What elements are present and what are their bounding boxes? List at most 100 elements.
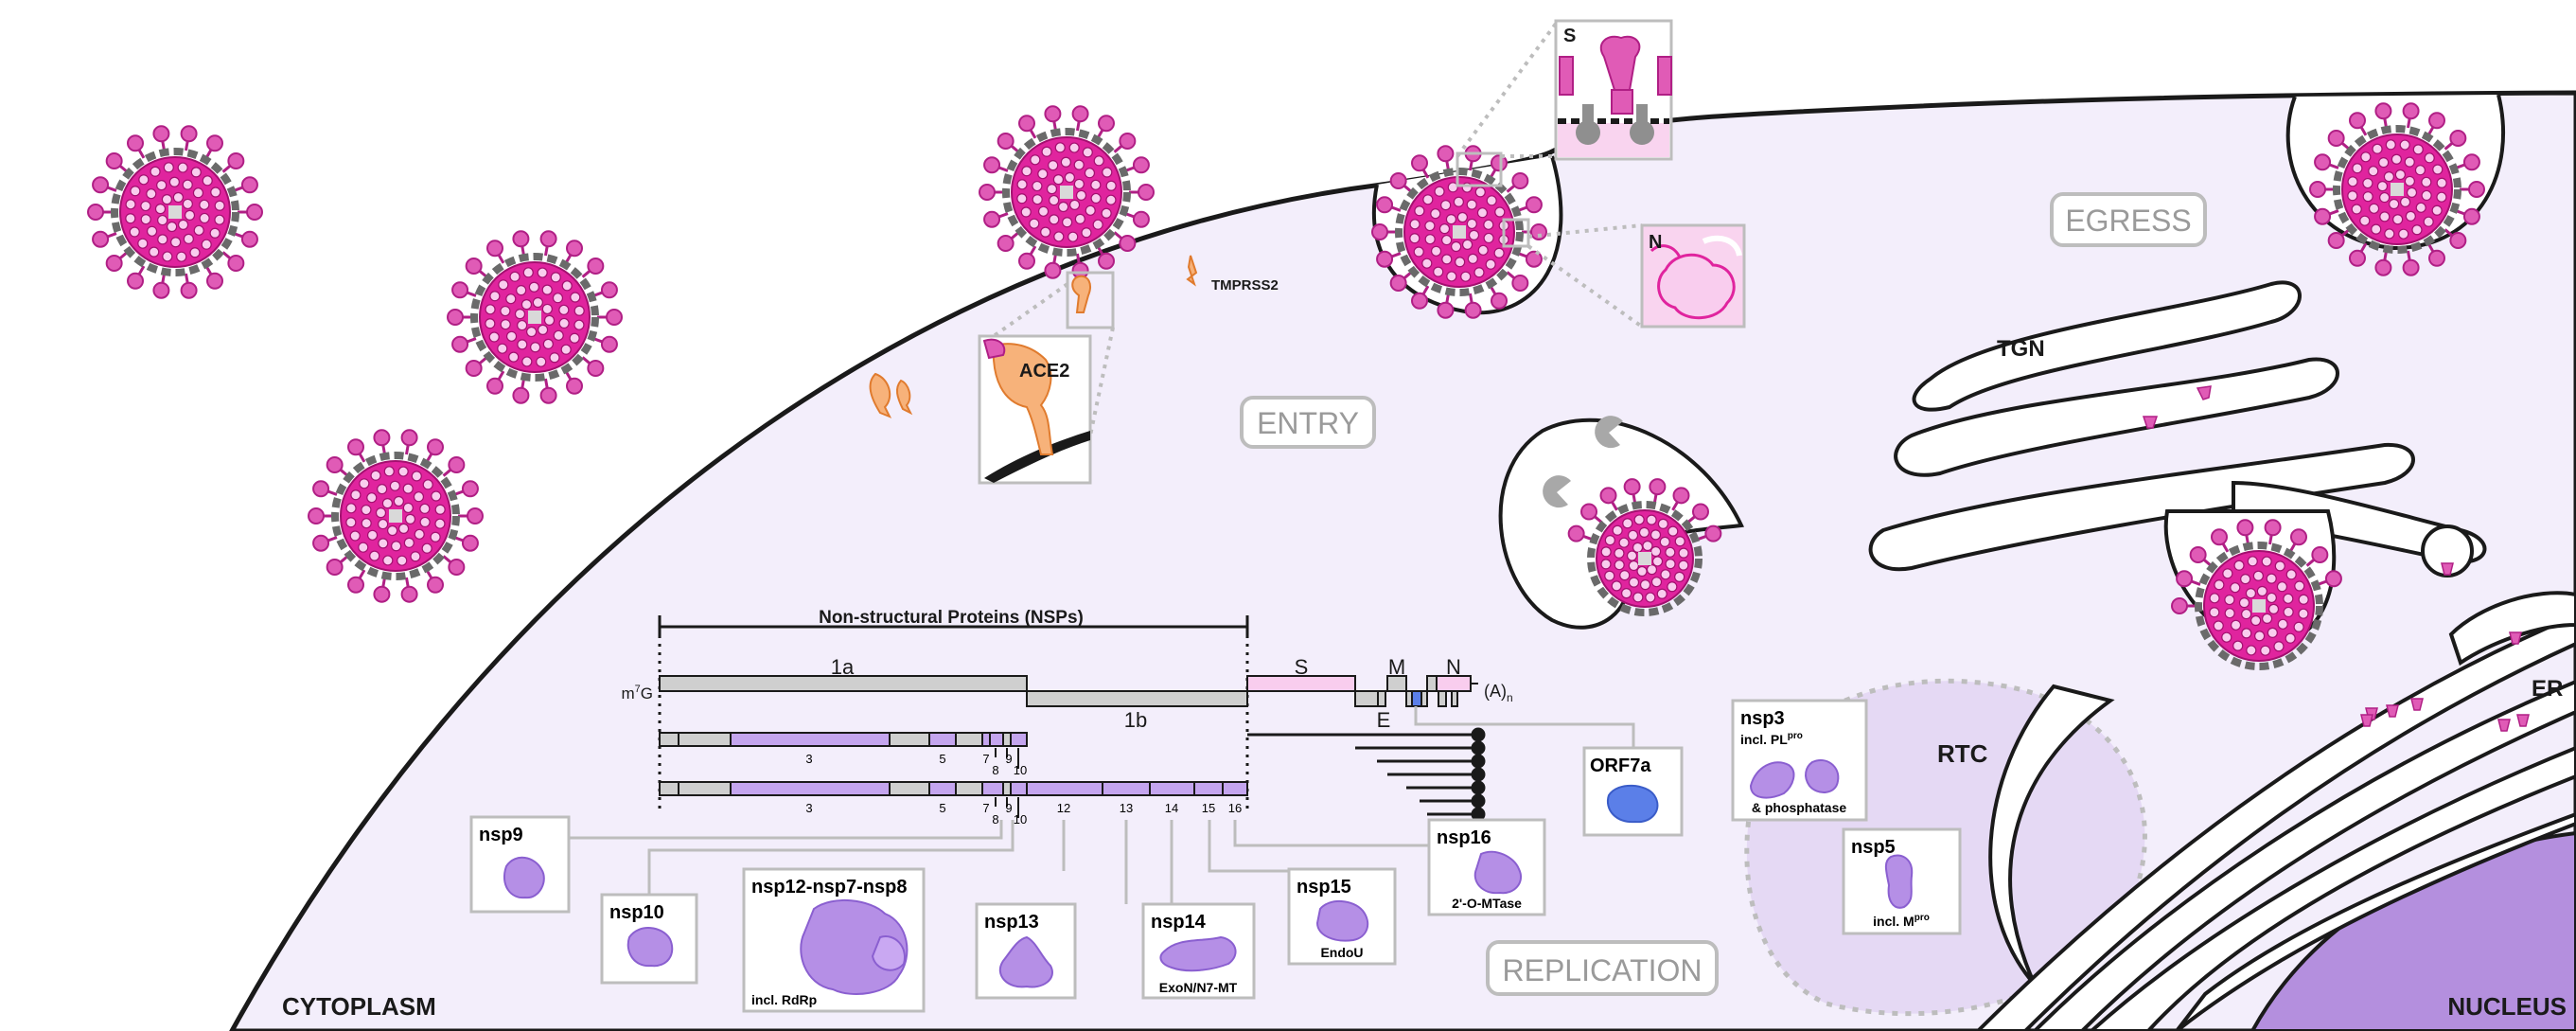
ribonucleoprotein <box>2294 580 2305 592</box>
ribonucleoprotein <box>1667 525 1679 537</box>
ribonucleoprotein <box>125 213 136 224</box>
tmprss2-label: TMPRSS2 <box>1211 277 1279 293</box>
ribonucleoprotein <box>2379 191 2391 204</box>
nsp9-box: nsp9 <box>469 815 571 914</box>
ribonucleoprotein <box>2423 216 2434 227</box>
entry-box: ENTRY <box>1240 396 1376 449</box>
ribonucleoprotein <box>1041 146 1052 157</box>
ribonucleoprotein <box>1636 565 1648 578</box>
tgn-label: TGN <box>1997 336 2045 362</box>
ribonucleoprotein <box>1466 199 1477 210</box>
spike-head <box>983 156 1001 174</box>
spike-head <box>1580 503 1598 521</box>
pp1a-tick: 7 <box>982 752 989 766</box>
orf1a-block <box>659 675 1028 692</box>
spike-head <box>451 335 469 353</box>
spike-head <box>1411 154 1428 172</box>
nsp14-box: nsp14 ExoN/N7-MT <box>1141 902 1256 1000</box>
orf1b-block <box>1026 690 1248 707</box>
spike-head <box>512 230 530 248</box>
ribonucleoprotein <box>2368 166 2379 177</box>
spike-head <box>2211 528 2228 546</box>
nsp3-protein-shape <box>1749 761 1795 799</box>
ribonucleoprotein <box>1455 257 1466 268</box>
ribonucleoprotein <box>1058 201 1069 213</box>
ribonucleoprotein <box>2399 196 2411 207</box>
virion-envelope <box>2195 542 2323 670</box>
ribonucleoprotein <box>1068 199 1081 210</box>
spike-head <box>1464 301 1482 319</box>
ribonucleoprotein <box>1611 580 1622 592</box>
spike-head <box>1376 250 1394 268</box>
ribonucleoprotein <box>553 329 564 341</box>
spike-head <box>1389 274 1407 292</box>
ribonucleoprotein <box>1639 579 1651 591</box>
ribonucleoprotein <box>140 200 151 212</box>
ribonucleoprotein <box>2241 628 2252 639</box>
pp1a-tick: 5 <box>939 752 945 766</box>
ribonucleoprotein <box>161 194 173 205</box>
ribonucleoprotein <box>1633 514 1645 525</box>
spike-head <box>240 176 258 194</box>
ribonucleoprotein <box>2298 594 2309 605</box>
ribonucleoprotein <box>1424 220 1436 232</box>
nucleocapsid-inset: N <box>1640 223 1746 329</box>
spike-head <box>1437 301 1455 319</box>
ribonucleoprotein <box>558 304 570 315</box>
replication-box: REPLICATION <box>1486 940 1719 996</box>
ribonucleoprotein <box>1105 180 1117 191</box>
nsp13-protein-shape <box>998 935 1053 988</box>
nsp9-label: nsp9 <box>479 825 523 845</box>
spike-head <box>2290 528 2307 546</box>
ribonucleoprotein <box>199 212 210 224</box>
ribonucleoprotein <box>1073 159 1085 170</box>
ribonucleoprotein <box>1656 588 1667 599</box>
spike-head <box>1491 292 1508 310</box>
spike-head <box>2349 112 2366 130</box>
spike-head <box>2402 102 2420 120</box>
virion <box>1567 478 1722 616</box>
ribonucleoprotein <box>403 537 415 548</box>
genome-core <box>2252 599 2266 613</box>
spike-head <box>152 281 170 299</box>
nsp12-sublabel: incl. RdRp <box>751 992 817 1007</box>
protease-icon <box>1595 416 1623 449</box>
spike-head <box>2314 153 2332 171</box>
ribonucleoprotein <box>560 344 572 355</box>
ribonucleoprotein <box>381 498 394 509</box>
genome-core <box>1638 552 1651 565</box>
pp1ab-tick: 14 <box>1165 801 1178 815</box>
pp1ab-tick: 15 <box>1202 801 1215 815</box>
ribonucleoprotein <box>1052 174 1065 186</box>
ribonucleoprotein <box>130 186 141 197</box>
ribonucleoprotein <box>366 529 379 541</box>
spike-head <box>206 134 223 152</box>
ribonucleoprotein <box>411 471 422 482</box>
ribonucleoprotein <box>522 267 534 278</box>
ribonucleoprotein <box>1618 537 1630 548</box>
ribonucleoprotein <box>419 516 431 528</box>
ribonucleoprotein <box>570 292 581 303</box>
spike-head <box>1437 145 1455 163</box>
spike-head <box>512 386 530 404</box>
ribonucleoprotein <box>1037 169 1049 180</box>
ribonucleoprotein <box>2283 593 2294 604</box>
genome-core <box>389 509 402 523</box>
spike-head <box>180 281 198 299</box>
ribonucleoprotein <box>488 331 500 343</box>
ribonucleoprotein <box>177 162 188 173</box>
orf7b-block <box>1420 690 1428 707</box>
tmprss2-receptors <box>869 255 1198 418</box>
ribonucleoprotein <box>190 167 202 178</box>
rdrp-protein-shape <box>800 898 909 995</box>
ribonucleoprotein <box>1064 171 1075 184</box>
spike-head <box>326 456 344 474</box>
nsp-bracket-label: Non-structural Proteins (NSPs) <box>819 608 1084 628</box>
ribonucleoprotein <box>2261 613 2273 624</box>
nsp15-sublabel: EndoU <box>1320 945 1363 960</box>
spike-head <box>486 377 503 395</box>
ribonucleoprotein <box>377 484 388 495</box>
ribonucleoprotein <box>2267 627 2278 638</box>
ribonucleoprotein <box>1494 206 1506 218</box>
ribonucleoprotein <box>361 504 372 516</box>
